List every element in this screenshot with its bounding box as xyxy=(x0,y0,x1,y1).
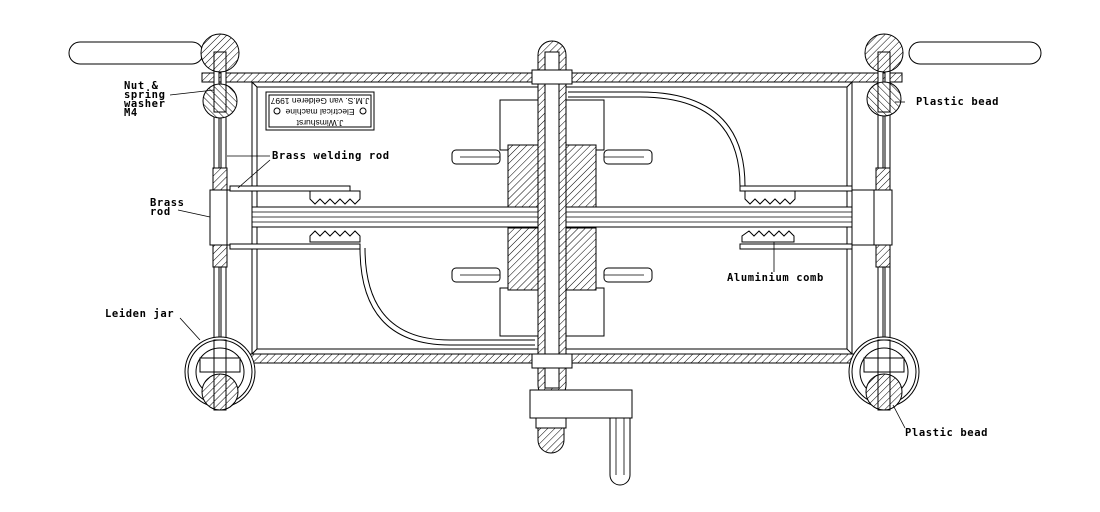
curved-wires xyxy=(359,91,746,346)
label-leiden-jar: Leiden jar xyxy=(105,308,174,320)
nameplate-line1: J.Wimshurst xyxy=(296,118,343,128)
label-plastic-bead-top: Plastic bead xyxy=(916,96,999,108)
label-nut-3: washer xyxy=(124,98,166,110)
labels: Nut & spring washer M4 Plastic bead Bras… xyxy=(105,80,999,439)
screw-icon xyxy=(273,107,281,115)
right-handle xyxy=(908,41,1042,65)
left-top-bead xyxy=(200,33,240,73)
label-brass-rod-1: Brass xyxy=(150,197,185,209)
brass-welding-rods xyxy=(229,185,853,250)
label-aluminium-comb: Aluminium comb xyxy=(727,272,824,284)
label-nut-4: M4 xyxy=(124,107,138,119)
leader-lines xyxy=(169,89,906,429)
aluminium-combs xyxy=(309,190,796,243)
label-nut-1: Nut & xyxy=(124,80,159,92)
central-shaft xyxy=(531,40,573,400)
right-lower-bead xyxy=(866,81,902,117)
right-top-bead xyxy=(864,33,904,73)
right-leiden-jar xyxy=(848,336,920,411)
screw-icon xyxy=(359,107,367,115)
nameplate-line2: Electrical machine xyxy=(285,107,354,117)
left-handle xyxy=(68,41,204,65)
label-brass-rod-2: rod xyxy=(150,206,171,218)
label-brass-welding-rod: Brass welding rod xyxy=(272,150,390,162)
label-nut-2: spring xyxy=(124,89,166,101)
nameplate-line3: J.M.S. van Gelderen 1997 xyxy=(270,96,369,106)
right-vertical-rods xyxy=(851,59,893,401)
nameplate: J.Wimshurst Electrical machine J.M.S. va… xyxy=(265,91,375,131)
crank xyxy=(529,389,633,486)
beads xyxy=(200,33,904,119)
left-leiden-jar xyxy=(184,336,256,411)
left-lower-bead xyxy=(202,83,238,119)
label-plastic-bead-bottom: Plastic bead xyxy=(905,427,988,439)
